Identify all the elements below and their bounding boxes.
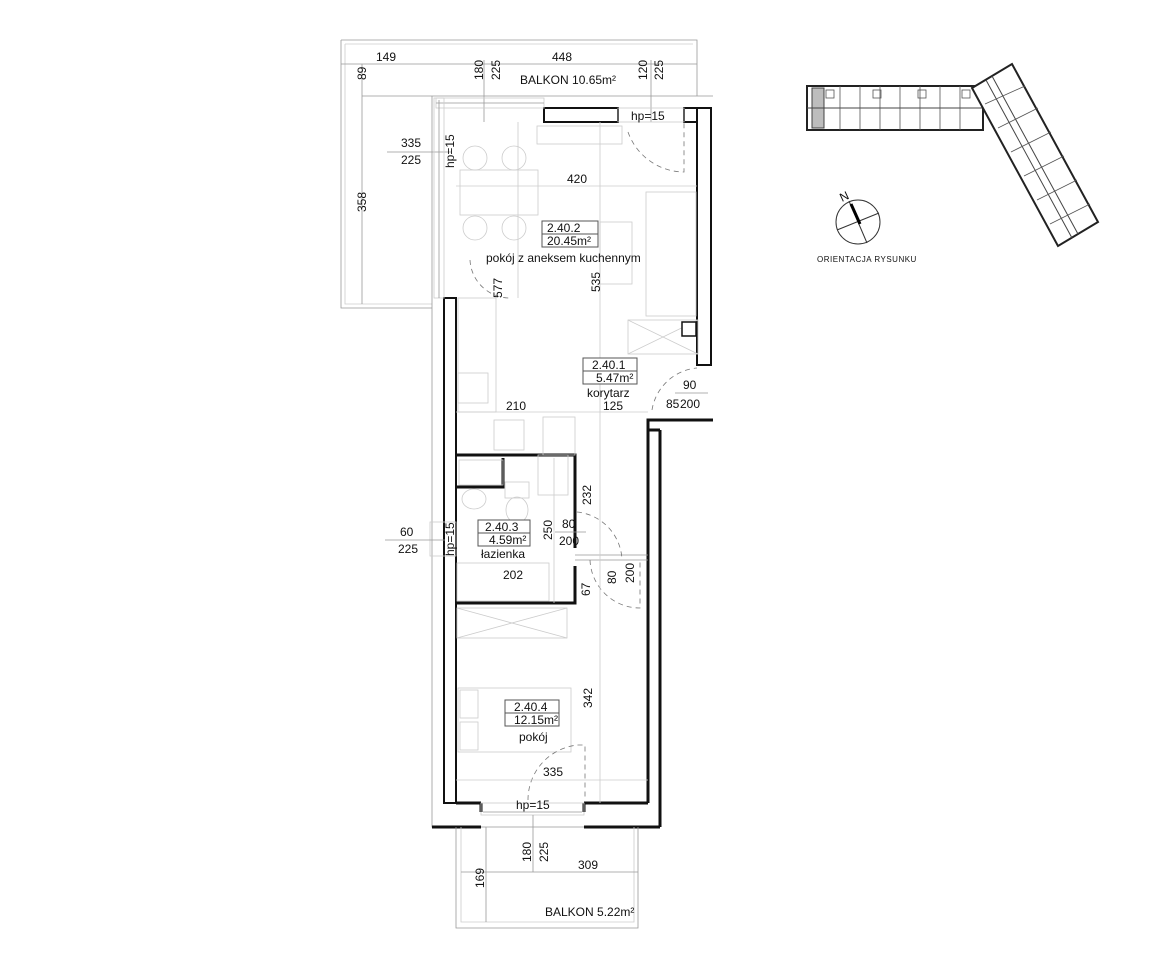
balcony-bottom: 180 225 309 169 BALKON 5.22m² [455, 815, 639, 929]
dim-60: 60 [400, 525, 414, 539]
dim-125: 125 [603, 399, 623, 413]
room-name: łazienka [481, 547, 525, 561]
dim-335: 335 [543, 765, 563, 779]
room-id: 2.40.2 [547, 221, 581, 235]
top-window-hp: hp=15 [631, 109, 665, 123]
dim-80: 80 [562, 517, 576, 531]
furniture [456, 125, 699, 753]
dim-342: 342 [581, 688, 595, 708]
dim-89: 89 [355, 66, 369, 80]
dim-90: 90 [683, 378, 697, 392]
room-2-40-3[interactable]: 2.40.3 4.59m² łazienka 232 250 80 200 20… [385, 485, 637, 596]
balcony-top-label: BALKON 10.65m² [520, 73, 616, 87]
dim-225: 225 [489, 60, 503, 80]
dim-225: 225 [537, 842, 551, 862]
room-id: 2.40.4 [514, 700, 548, 714]
dimension-lines [456, 122, 697, 803]
dim-200: 200 [559, 534, 579, 548]
room-area: 5.47m² [596, 371, 633, 385]
room-area: 4.59m² [489, 533, 526, 547]
room-area: 20.45m² [547, 234, 591, 248]
dim-335: 335 [401, 136, 421, 150]
dim-180: 180 [472, 60, 486, 80]
dim-85: 85 [666, 397, 680, 411]
dim-200: 200 [680, 397, 700, 411]
balcony-top: 149 448 89 180 225 BALKON 10.65m² 120 22… [340, 39, 698, 309]
dim-448: 448 [552, 50, 572, 64]
dim-169: 169 [473, 868, 487, 888]
dim-180: 180 [520, 842, 534, 862]
room-name: pokój [519, 730, 548, 744]
dim-535: 535 [589, 272, 603, 292]
dim-80b: 80 [605, 570, 619, 584]
dim-120: 120 [636, 60, 650, 80]
dim-67: 67 [579, 582, 593, 596]
door-swings [469, 122, 698, 801]
dim-577: 577 [491, 278, 505, 298]
dim-210: 210 [506, 399, 526, 413]
room-name: korytarz [587, 386, 630, 400]
dim-202: 202 [503, 568, 523, 582]
room-id: 2.40.1 [592, 358, 626, 372]
dim-250: 250 [541, 520, 555, 540]
dim-358: 358 [355, 192, 369, 212]
balcony-bottom-label: BALKON 5.22m² [545, 905, 634, 919]
room-id: 2.40.3 [485, 520, 519, 534]
room-area: 12.15m² [514, 713, 558, 727]
dim-200b: 200 [623, 563, 637, 583]
balcony-window-hp: hp=15 [443, 134, 457, 168]
orientation-label: ORIENTACJA RYSUNKU [817, 255, 917, 264]
windows: hp=15 hp=15 hp=15 hp=15 [429, 97, 685, 816]
dim-149: 149 [376, 50, 396, 64]
room-2-40-4[interactable]: 2.40.4 12.15m² pokój 342 335 [504, 688, 595, 779]
dim-309: 309 [578, 858, 598, 872]
walls [431, 95, 713, 829]
dim-225c: 225 [401, 153, 421, 167]
site-key-plan [806, 62, 1100, 248]
bath-window-hp: hp=15 [443, 522, 457, 556]
orientation-compass: N ORIENTACJA RYSUNKU [817, 188, 917, 264]
dim-225: 225 [398, 542, 418, 556]
room-2-40-2[interactable]: 2.40.2 20.45m² pokój z aneksem kuchennym… [486, 172, 641, 298]
dim-225b: 225 [652, 60, 666, 80]
dim-232: 232 [580, 485, 594, 505]
dim-420: 420 [567, 172, 587, 186]
bedroom-window-hp: hp=15 [516, 798, 550, 812]
room-2-40-1[interactable]: 2.40.1 5.47m² korytarz 125 210 90 200 85 [506, 357, 708, 413]
room-name: pokój z aneksem kuchennym [486, 251, 641, 265]
